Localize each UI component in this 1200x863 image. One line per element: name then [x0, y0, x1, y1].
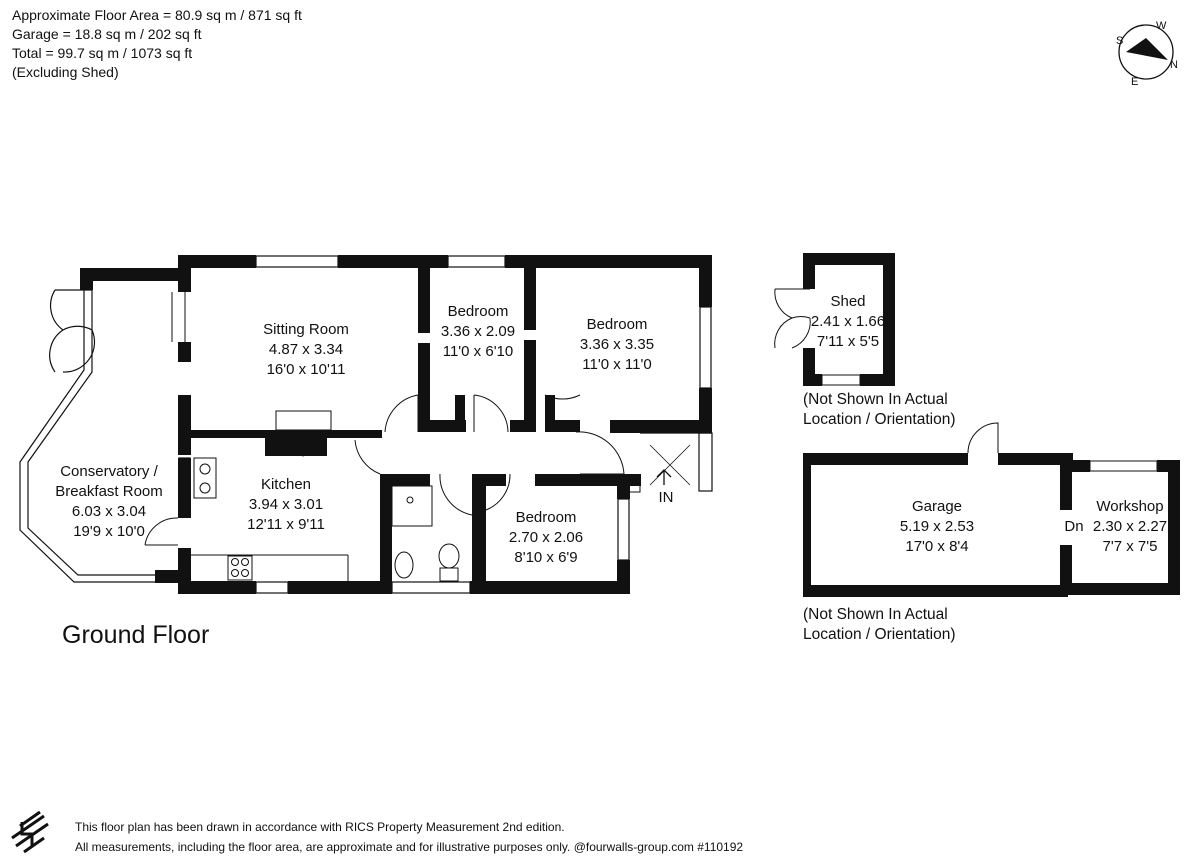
- area-line-excluding: (Excluding Shed): [12, 64, 119, 80]
- shed-openings: [774, 288, 861, 386]
- compass-n: N: [1170, 59, 1178, 71]
- sitting-room-metric: 4.87 x 3.34: [269, 341, 343, 358]
- entrance-arrow-icon: [656, 469, 672, 485]
- workshop-imperial: 7'7 x 7'5: [1103, 538, 1158, 555]
- shed-name: Shed: [830, 293, 865, 310]
- bedroom-three-name: Bedroom: [516, 509, 577, 526]
- area-line-total: Total = 99.7 sq m / 1073 sq ft: [12, 45, 193, 61]
- bedroom-large-metric: 3.36 x 3.35: [580, 336, 654, 353]
- house-windows: [178, 255, 713, 594]
- entrance-label: IN: [659, 489, 674, 506]
- floor-title: Ground Floor: [62, 621, 210, 649]
- workshop-metric: 2.30 x 2.27: [1093, 518, 1167, 535]
- bedroom-large-imperial: 11'0 x 11'0: [582, 356, 651, 373]
- conservatory-name-line1: Conservatory /: [60, 463, 158, 480]
- bedroom-large-name: Bedroom: [587, 316, 648, 333]
- garage-note-line2: Location / Orientation): [803, 626, 956, 643]
- compass-e: E: [1131, 76, 1138, 88]
- shed-note-line1: (Not Shown In Actual: [803, 391, 948, 408]
- conservatory-metric: 6.03 x 3.04: [72, 503, 146, 520]
- workshop-prefix: Dn: [1064, 518, 1083, 535]
- conservatory-outline: [19, 289, 155, 583]
- shed-note-line2: Location / Orientation): [803, 411, 956, 428]
- garage-note: (Not Shown In Actual Location / Orientat…: [803, 605, 956, 645]
- area-summary: Approximate Floor Area = 80.9 sq m / 871…: [12, 6, 302, 82]
- garage-walls: [803, 453, 1180, 597]
- fourwalls-logo-icon: [11, 810, 49, 854]
- shed-note: (Not Shown In Actual Location / Orientat…: [803, 390, 956, 430]
- bedroom-small-metric: 3.36 x 2.09: [441, 323, 515, 340]
- sitting-room-name: Sitting Room: [263, 321, 349, 338]
- garage-openings: [967, 422, 1158, 472]
- area-line-garage: Garage = 18.8 sq m / 202 sq ft: [12, 26, 202, 42]
- sitting-room-imperial: 16'0 x 10'11: [267, 361, 346, 378]
- garage-metric: 5.19 x 2.53: [900, 518, 974, 535]
- compass-icon: W S N E: [1116, 20, 1178, 88]
- house-doors: [144, 292, 691, 546]
- conservatory-name-line2: Breakfast Room: [55, 483, 163, 500]
- bedroom-small-name: Bedroom: [448, 303, 509, 320]
- garage-note-line1: (Not Shown In Actual: [803, 606, 948, 623]
- area-line-floor: Approximate Floor Area = 80.9 sq m / 871…: [12, 7, 302, 23]
- bedroom-small-imperial: 11'0 x 6'10: [443, 343, 514, 360]
- bedroom-three-metric: 2.70 x 2.06: [509, 529, 583, 546]
- house-walls: [80, 255, 712, 594]
- kitchen-name: Kitchen: [261, 476, 311, 493]
- conservatory-imperial: 19'9 x 10'0: [73, 523, 145, 540]
- shed-walls: [803, 253, 895, 386]
- shed-imperial: 7'11 x 5'5: [817, 333, 879, 350]
- shed-metric: 2.41 x 1.66: [811, 313, 885, 330]
- footer-line2: All measurements, including the floor ar…: [75, 840, 744, 854]
- workshop-name: Workshop: [1096, 498, 1163, 515]
- kitchen-fittings: [191, 410, 349, 581]
- garage-name: Garage: [912, 498, 962, 515]
- kitchen-metric: 3.94 x 3.01: [249, 496, 323, 513]
- compass-s: S: [1116, 35, 1123, 47]
- compass-w: W: [1156, 20, 1167, 32]
- garage-imperial: 17'0 x 8'4: [905, 538, 968, 555]
- kitchen-imperial: 12'11 x 9'11: [247, 516, 325, 533]
- bathroom-fittings: [391, 485, 460, 582]
- footer-line1: This floor plan has been drawn in accord…: [75, 820, 565, 834]
- bedroom-three-imperial: 8'10 x 6'9: [514, 549, 577, 566]
